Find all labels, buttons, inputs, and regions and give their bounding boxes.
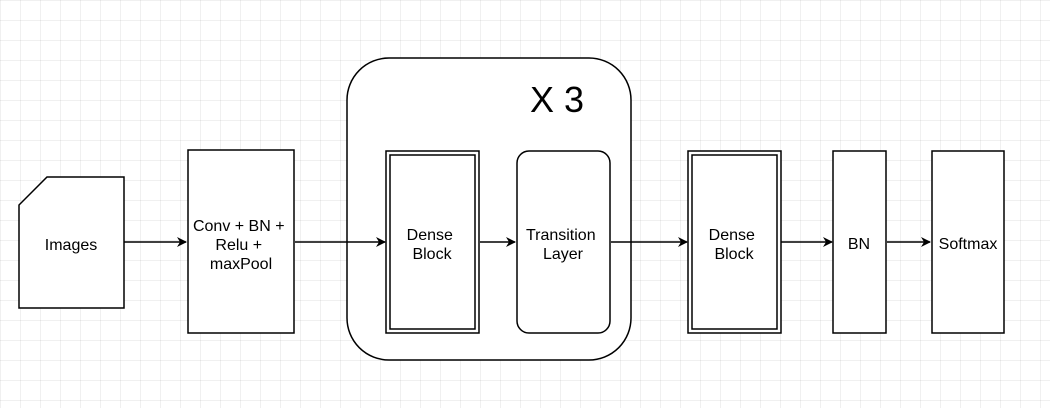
softmax-box (931, 150, 1005, 334)
repeat-count-label: X 3 (530, 79, 584, 120)
conv-label: Conv + BN + Relu + maxPool (193, 218, 289, 273)
dense-block-2-label: Dense Block (709, 227, 760, 263)
dense-block-1-label-line-2: Block (412, 246, 452, 263)
conv-label-line-1: Conv + BN + (193, 218, 285, 235)
transition-layer-box (516, 150, 611, 334)
softmax-label-line-1: Softmax (939, 236, 998, 253)
dense-block-1-label-line-1: Dense (407, 227, 453, 244)
node-dense-block-2: Dense Block (687, 150, 782, 334)
node-bn: BN (832, 150, 887, 334)
dense-block-2-label-line-1: Dense (709, 227, 755, 244)
dense-block-2-label-line-2: Block (714, 246, 754, 263)
dense-block-1-inner (389, 154, 476, 330)
dense-block-1-label: Dense Block (407, 227, 458, 263)
node-images: Images (18, 176, 125, 309)
softmax-label: Softmax (939, 236, 998, 253)
images-card-shape (18, 176, 125, 309)
bn-label-line-1: BN (848, 236, 870, 253)
conv-label-line-3: maxPool (210, 256, 272, 273)
transition-layer-label: Transition Layer (526, 227, 600, 263)
node-dense-block-1: Dense Block (385, 150, 480, 334)
dense-block-2-inner (691, 154, 778, 330)
bn-box (832, 150, 887, 334)
conv-box (187, 149, 295, 334)
transition-layer-label-line-1: Transition (526, 227, 596, 244)
transition-layer-label-line-2: Layer (543, 246, 584, 263)
node-transition-layer: Transition Layer (516, 150, 611, 334)
conv-label-line-2: Relu + (215, 237, 262, 254)
node-conv-bn-relu-maxpool: Conv + BN + Relu + maxPool (187, 149, 295, 334)
images-label-line-1: Images (45, 237, 97, 254)
node-softmax: Softmax (931, 150, 1005, 334)
images-label: Images (45, 237, 97, 254)
bn-label: BN (848, 236, 870, 253)
